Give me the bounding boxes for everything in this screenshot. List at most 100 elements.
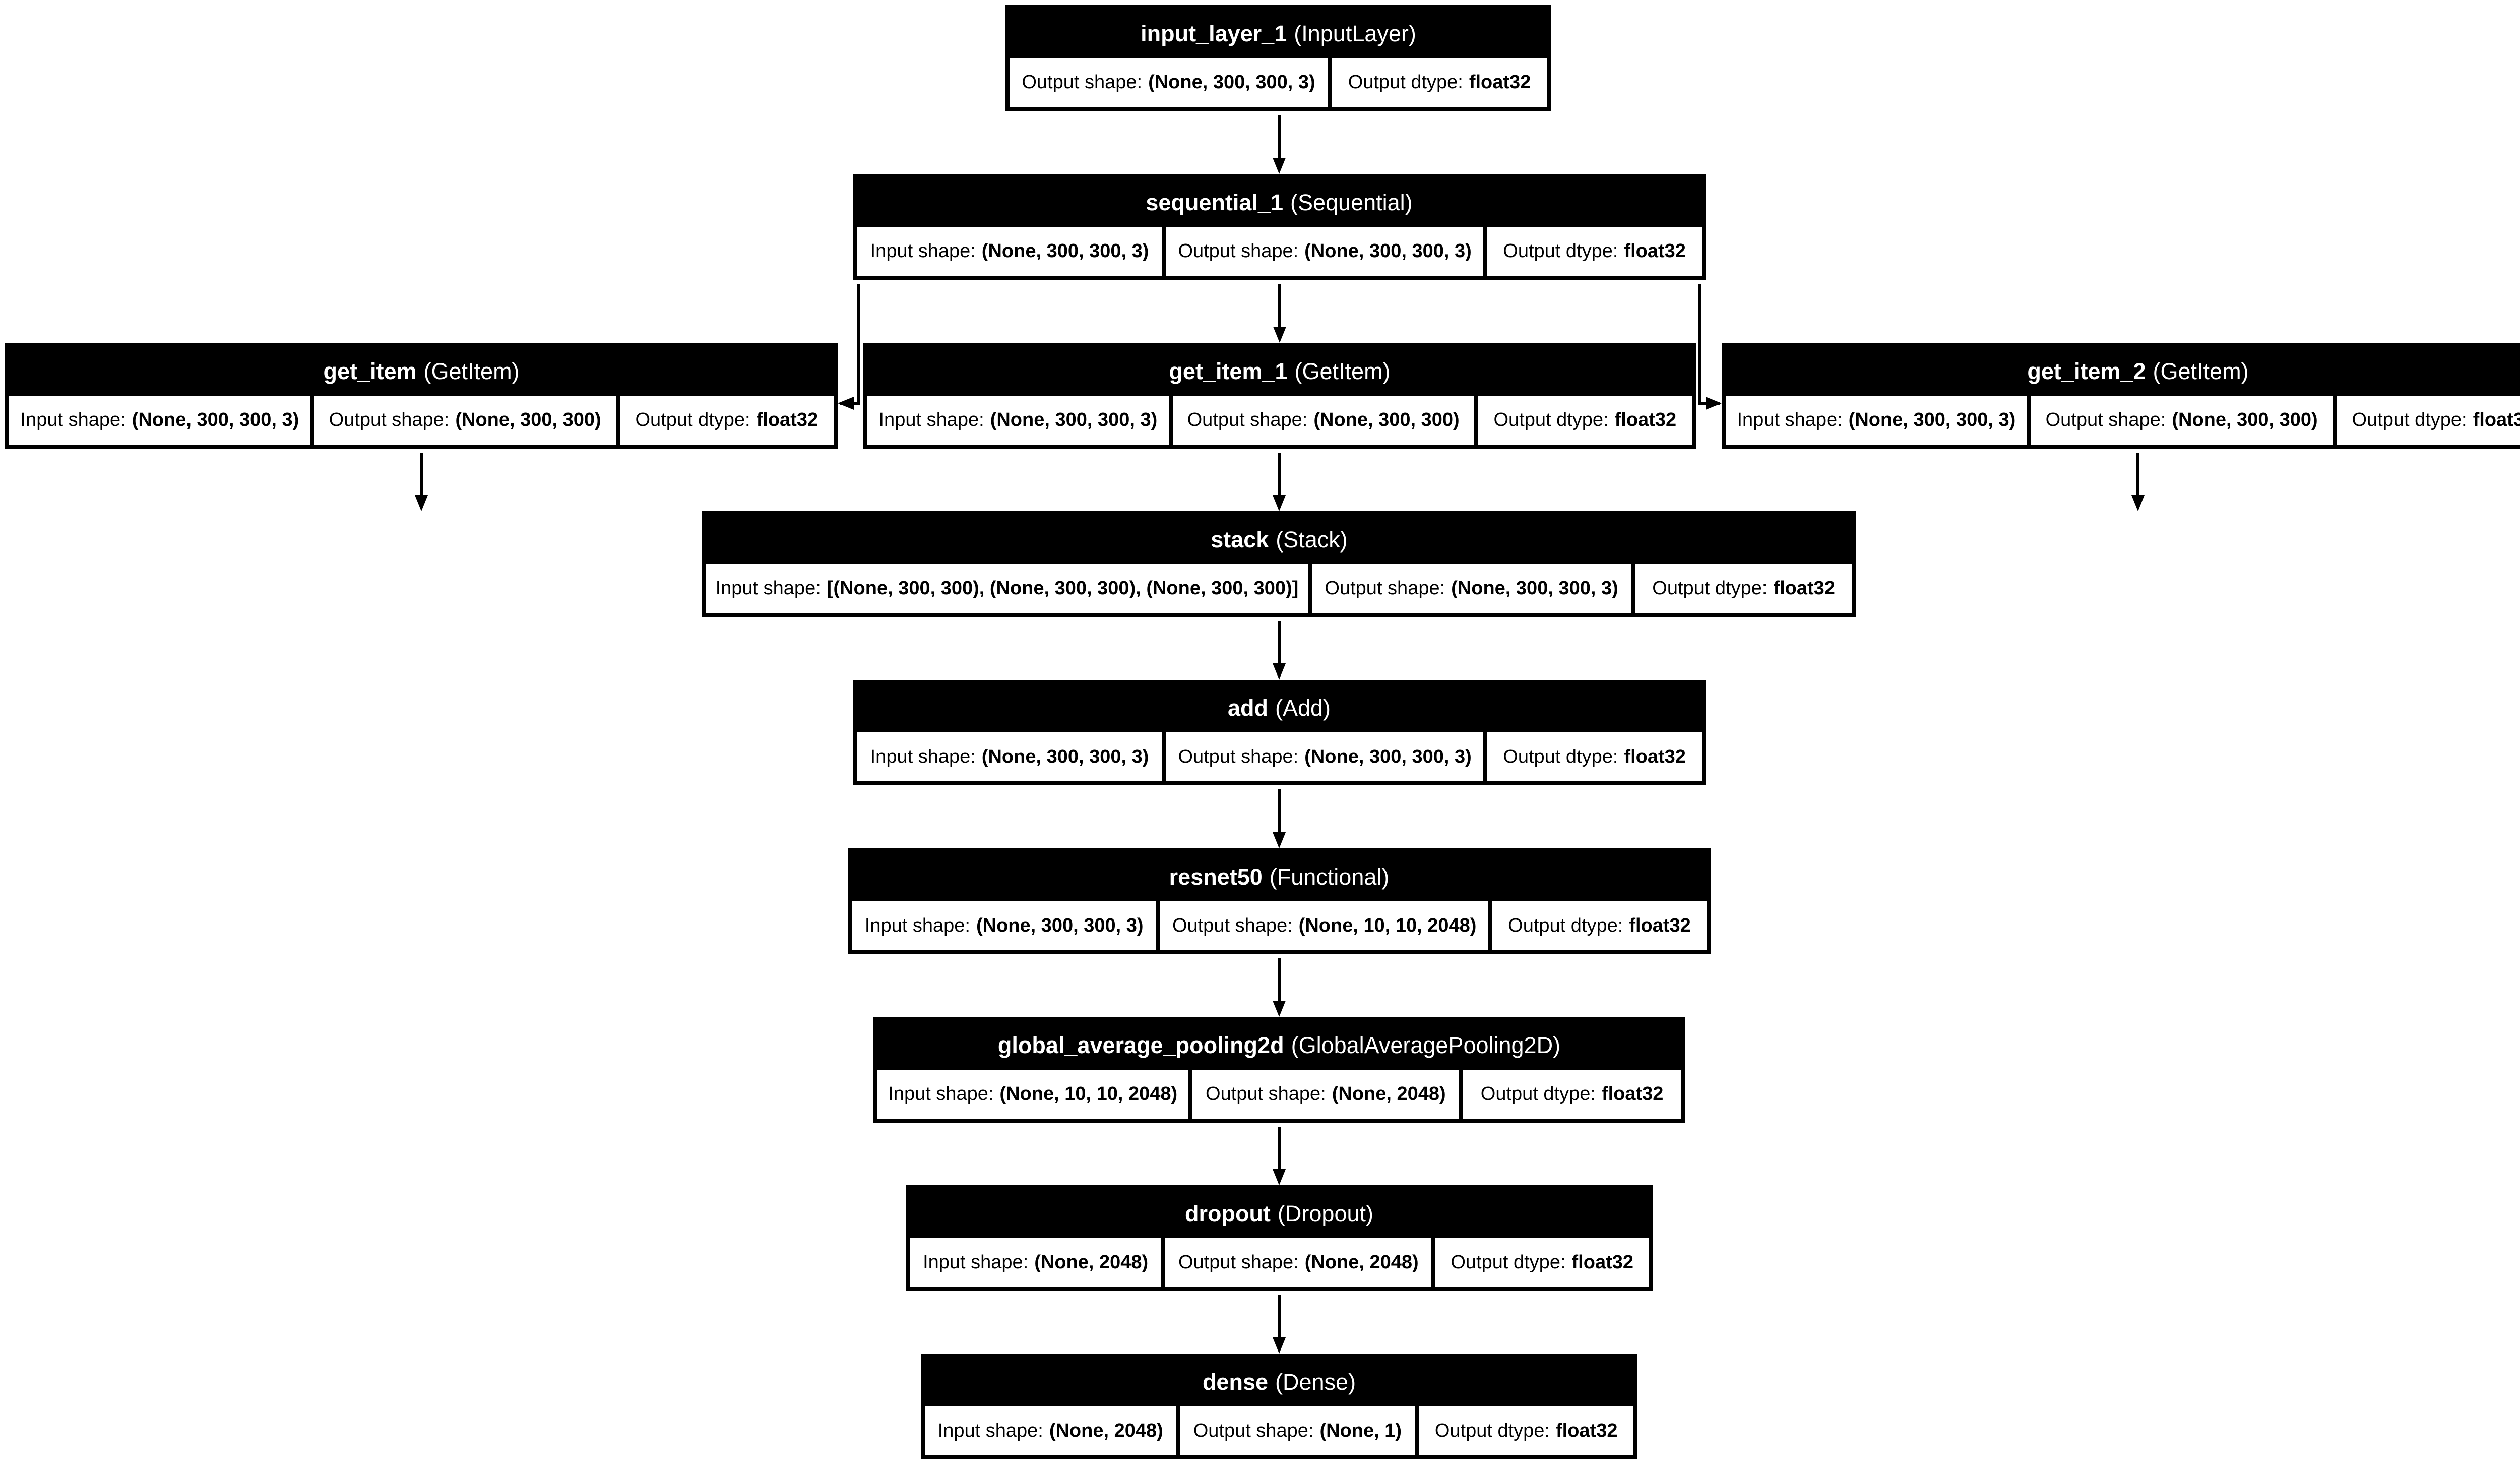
field-key: Output dtype: [1493,409,1609,431]
field-cell: Output shape:(None, 1) [1180,1406,1415,1455]
node-title: dropout(Dropout) [910,1189,1649,1238]
node-title: dense(Dense) [925,1358,1633,1406]
field-value: float32 [1624,746,1686,767]
edge-line [840,284,860,405]
node-fields: Input shape:(None, 300, 300, 3)Output sh… [857,732,1702,781]
field-cell: Output shape: (None, 300, 300, 3) [1311,564,1631,613]
field-key: Output shape: [1325,578,1445,599]
field-cell: Output shape:(None, 300, 300, 3) [1010,58,1328,107]
field-value: (None, 2048) [1034,1252,1149,1273]
layer-name: stack [1211,526,1269,553]
field-cell: Input shape:(None, 300, 300, 3) [857,227,1163,276]
field-value: (None, 300, 300) [455,409,601,431]
field-value: [(None, 300, 300), (None, 300, 300), (No… [827,578,1299,599]
field-cell: Output dtype: float32 [1487,732,1702,781]
field-key: Output shape: [1178,240,1299,262]
layer-type: (GetItem) [1294,358,1391,384]
node-input-layer-1: input_layer_1(InputLayer)Output shape:(N… [1005,5,1551,111]
node-title: add(Add) [857,684,1702,732]
field-key: Output shape: [1193,1420,1314,1441]
field-key: Output shape: [2045,409,2166,431]
layer-type: (Sequential) [1290,189,1413,215]
layer-type: (GetItem) [2153,358,2249,384]
field-cell: Input shape:[(None, 300, 300), (None, 30… [706,564,1308,613]
node-fields: Output shape:(None, 300, 300, 3)Output d… [1010,58,1547,107]
field-value: (None, 300, 300, 3) [990,409,1158,431]
field-value: float32 [2473,409,2520,431]
field-cell: Output shape:(None, 300, 300, 3) [1166,732,1484,781]
field-value: (None, 300, 300, 3) [1148,72,1315,93]
field-cell: Output dtype:float32 [1419,1406,1634,1455]
node-add: add(Add)Input shape:(None, 300, 300, 3)O… [853,680,1706,785]
node-title: sequential_1(Sequential) [857,178,1702,227]
field-key: Input shape: [1737,409,1843,431]
field-cell: Output shape:(None, 300, 300) [1172,396,1474,445]
field-cell: Output shape:(None, 300, 300) [314,396,616,445]
node-fields: Input shape:(None, 300, 300, 3)Output sh… [867,396,1692,445]
field-value: (None, 10, 10, 2048) [999,1083,1178,1104]
field-cell: Output dtype:float32 [1478,396,1692,445]
field-value: float32 [1624,240,1686,262]
field-key: Input shape: [923,1252,1029,1273]
field-value: (None, 2048) [1332,1083,1446,1104]
node-title: input_layer_1(InputLayer) [1010,9,1547,58]
node-get-item: get_item(GetItem)Input shape:(None, 300,… [5,343,838,449]
node-fields: Input shape:[(None, 300, 300), (None, 30… [706,564,1852,613]
field-value: (None, 300, 300, 3) [1451,578,1618,599]
layer-type: (Stack) [1276,526,1348,553]
node-get-item-1: get_item_1(GetItem)Input shape:(None, 30… [863,343,1696,449]
field-value: float32 [1629,915,1691,936]
field-cell: Output shape: (None, 2048) [1192,1070,1460,1119]
arrowhead [1273,832,1286,848]
layer-name: dropout [1184,1200,1271,1226]
field-cell: Output dtype:float32 [1487,227,1702,276]
field-value: (None, 300, 300, 3) [976,915,1144,936]
arrowhead [415,495,428,511]
field-key: Output shape: [329,409,450,431]
layer-type: (GlobalAveragePooling2D) [1291,1032,1561,1058]
field-value: (None, 300, 300) [1313,409,1460,431]
field-value: float32 [1601,1083,1664,1104]
edge-line [1698,284,1720,405]
field-value: (None, 300, 300, 3) [132,409,299,431]
node-fields: Input shape:(None, 300, 300, 3)Output sh… [9,396,834,445]
field-cell: Input shape:(None, 10, 10, 2048) [877,1070,1188,1119]
arrowhead [1706,397,1722,410]
field-cell: Input shape:(None, 300, 300, 3) [9,396,310,445]
layer-name: get_item [323,358,417,384]
field-key: Output dtype: [1451,1252,1566,1273]
field-cell: Input shape: (None, 300, 300, 3) [852,901,1157,950]
field-key: Output dtype: [2352,409,2467,431]
field-cell: Output shape:(None, 300, 300) [2031,396,2333,445]
node-fields: Input shape:(None, 10, 10, 2048)Output s… [877,1070,1681,1119]
field-key: Input shape: [870,746,976,767]
field-value: float32 [1773,578,1835,599]
node-fields: Input shape: (None, 2048) Output shape:(No… [925,1406,1634,1455]
node-title: stack (Stack) [706,515,1852,564]
field-key: Output shape: [1205,1083,1326,1104]
field-key: Output shape: [1187,409,1308,431]
node-fields: Input shape:(None, 300, 300, 3)Output sh… [1726,396,2520,445]
field-cell: Output dtype:float32 [1635,564,1852,613]
field-key: Input shape: [937,1420,1043,1441]
field-value: (None, 2048) [1049,1420,1163,1441]
field-key: Output dtype: [1434,1420,1550,1441]
field-value: (None, 300, 300, 3) [981,746,1149,767]
layer-name: add [1227,695,1268,721]
field-key: Output dtype: [1508,915,1623,936]
layer-type: (GetItem) [423,358,520,384]
node-resnet50: resnet50(Functional)Input shape:(None, 3… [848,848,1711,954]
layer-name: resnet50 [1169,864,1263,890]
node-title: get_item_1(GetItem) [867,347,1692,396]
layer-type: (InputLayer) [1294,20,1416,46]
field-cell: Input shape: (None, 2048) [925,1406,1176,1455]
arrowhead [1273,1169,1286,1185]
field-value: float32 [756,409,818,431]
field-key: Input shape: [864,915,970,936]
node-title: get_item(GetItem) [9,347,834,396]
field-value: (None, 300, 300, 3) [1304,746,1472,767]
layer-name: get_item_1 [1169,358,1288,384]
field-key: Output dtype: [1652,578,1768,599]
field-key: Output dtype: [1503,746,1618,767]
